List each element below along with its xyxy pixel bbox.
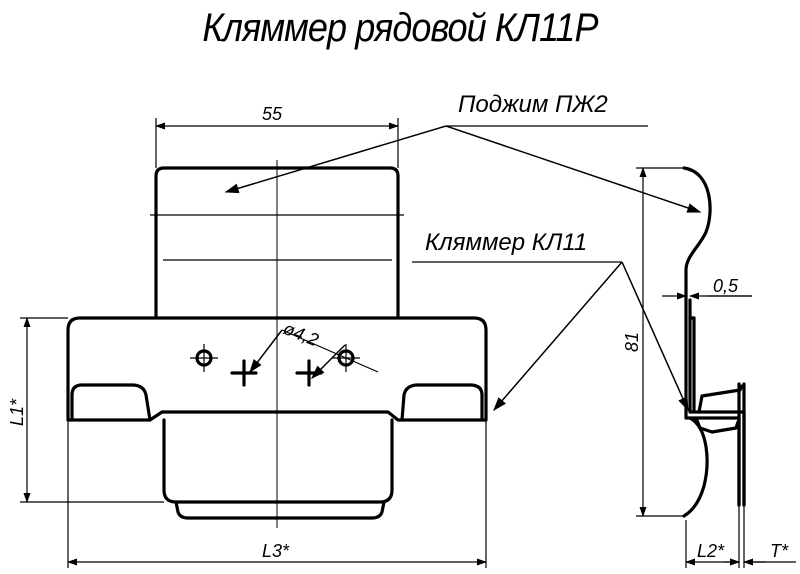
dimension-thickness-text: 0,5: [713, 276, 739, 296]
dimension-55: 55: [155, 104, 399, 168]
dimension-l2-text: L2*: [697, 541, 725, 561]
dimension-l1: L1*: [7, 317, 164, 503]
side-view-profile: [682, 166, 746, 518]
dimension-81: 81: [622, 167, 684, 517]
label-klammer: Кляммер КЛ11: [412, 229, 689, 412]
label-clamp-text: Поджим ПЖ2: [458, 91, 608, 118]
dimension-55-text: 55: [262, 104, 283, 124]
dimension-l3-text: L3*: [262, 541, 290, 561]
label-klammer-text: Кляммер КЛ11: [425, 229, 587, 256]
dimension-81-text: 81: [622, 332, 642, 352]
dimension-l1-text: L1*: [7, 398, 27, 426]
lower-bracket: [162, 418, 394, 520]
hole-diameter-text: ø4,2: [281, 318, 322, 350]
dimension-thickness: 0,5: [662, 276, 752, 300]
hole-left: [190, 344, 218, 372]
dimension-l2: L2*: [685, 505, 740, 568]
dimension-l3: L3*: [67, 420, 487, 568]
hole-diameter-callout: ø4,2: [249, 318, 379, 379]
rivet-mark-left: [230, 359, 258, 387]
label-clamp: Поджим ПЖ2: [224, 91, 702, 213]
drawing-title: Кляммер рядовой КЛ11Р: [202, 6, 598, 50]
klammer-body: [66, 316, 488, 422]
dimension-t: T*: [724, 505, 796, 568]
dimension-t-text: T*: [770, 541, 789, 561]
